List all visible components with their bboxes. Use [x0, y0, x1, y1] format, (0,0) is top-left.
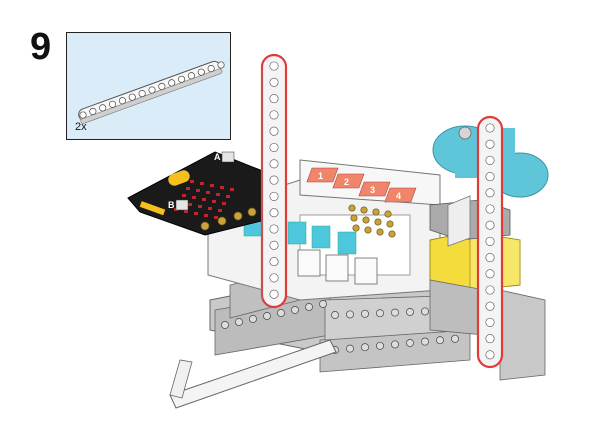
port-label-2: 2 — [344, 177, 349, 187]
pin-header — [348, 204, 396, 238]
port-label-4: 4 — [396, 191, 401, 201]
vertical-beam-left — [260, 53, 288, 309]
beam-15-hole-icon — [78, 60, 225, 124]
button-b[interactable]: B — [168, 199, 189, 211]
port-labels-top: 1 2 3 4 — [306, 167, 417, 203]
step-number: 9 — [30, 26, 52, 68]
button-a-label: A — [214, 152, 221, 162]
button-a[interactable]: A — [214, 151, 235, 163]
front-arm-beam — [169, 339, 337, 409]
parts-callout: 2x — [66, 32, 231, 140]
vertical-beam-right — [476, 115, 504, 369]
port-label-1: 1 — [318, 171, 323, 181]
button-b-label: B — [168, 200, 175, 210]
connector-slots — [297, 249, 378, 285]
parts-quantity: 2x — [75, 121, 87, 133]
microbit-board: A B — [127, 151, 266, 236]
motor-yellow — [429, 231, 521, 291]
port-label-3: 3 — [370, 185, 375, 195]
